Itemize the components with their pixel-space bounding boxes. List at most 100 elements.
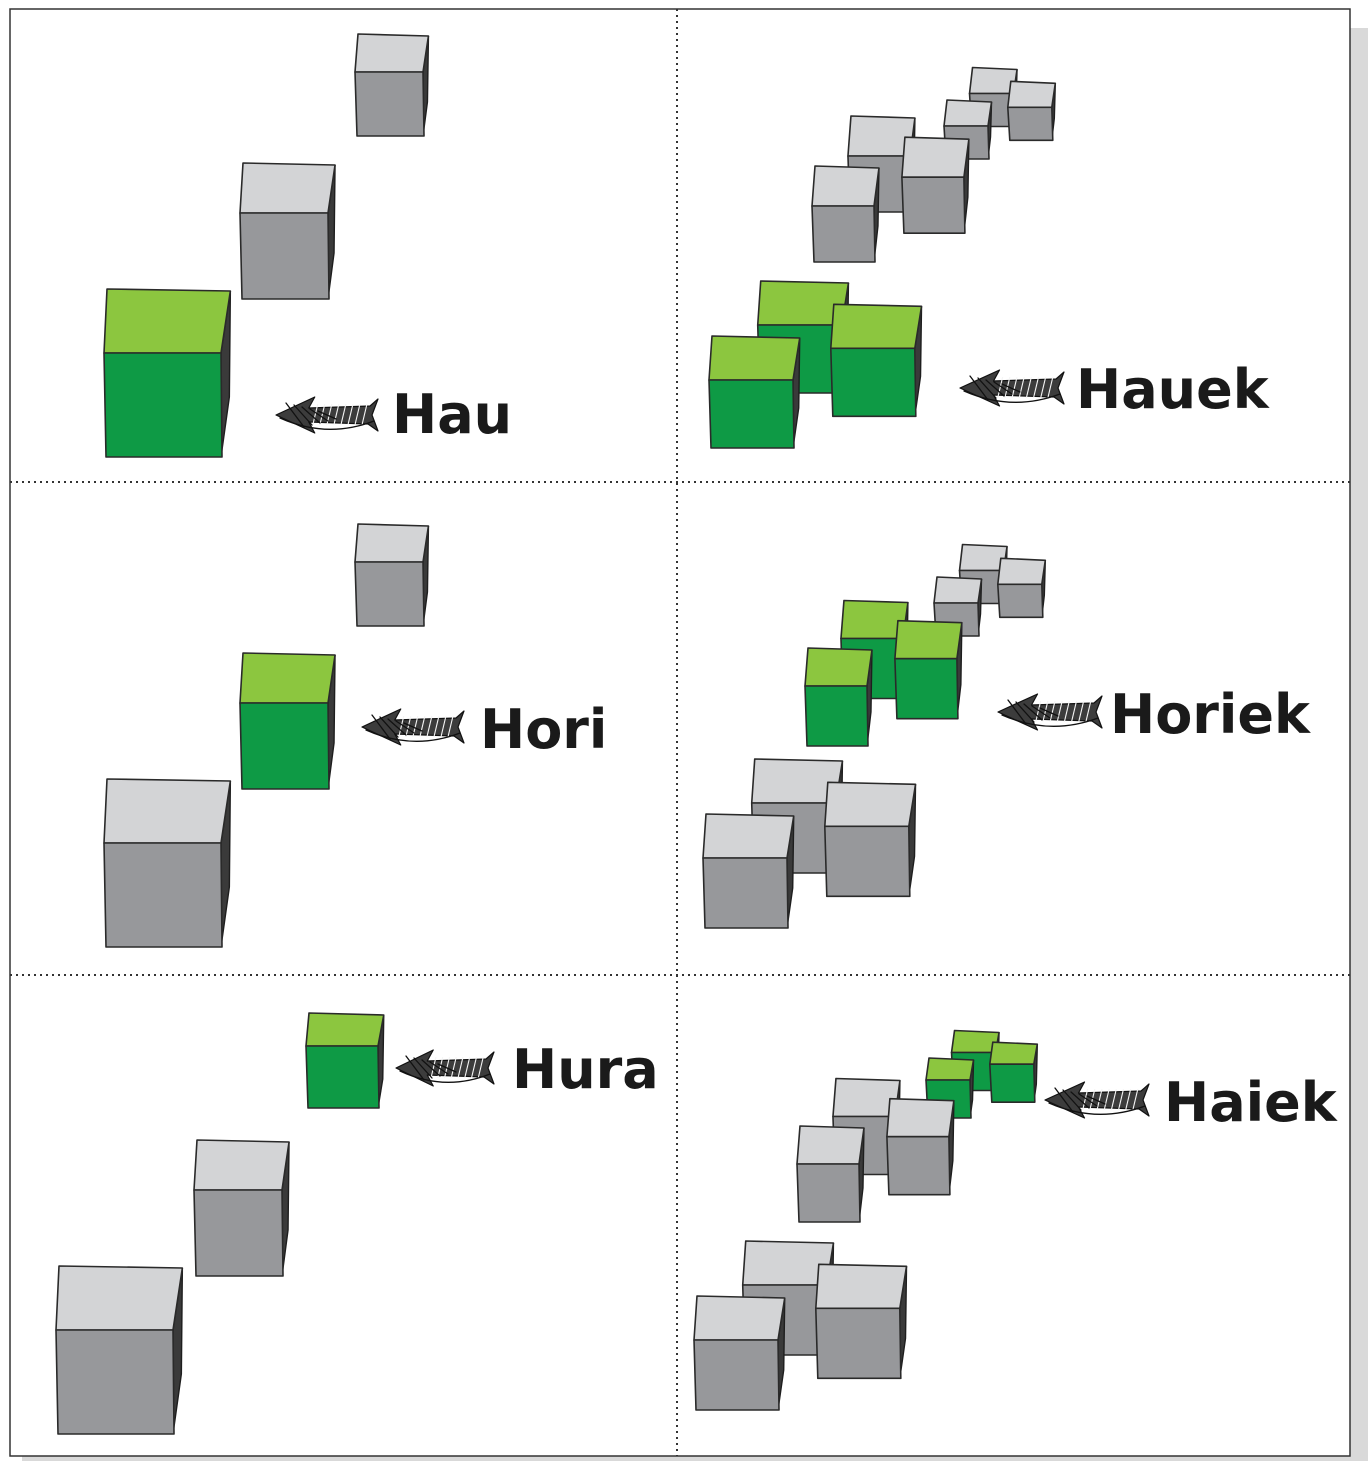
cube-top-face: [1007, 80, 1057, 109]
demonstrative-label: Hori: [480, 698, 607, 761]
cube-group-small-highlighted: [925, 1029, 1039, 1119]
cube-front-face: [708, 379, 795, 449]
cube-top-face: [925, 1057, 975, 1081]
cube-front-face: [830, 347, 917, 418]
cube-front-face: [305, 1045, 380, 1109]
cube-group-small: [933, 543, 1047, 637]
hand-drawn-left-arrow-icon: [1044, 1081, 1150, 1119]
cube: [702, 813, 795, 929]
cube-front-face: [55, 1329, 175, 1435]
cube-top-face: [796, 1125, 865, 1165]
cube: [824, 781, 917, 898]
cube-top-face: [830, 303, 923, 350]
panel-hauek: Hauek: [708, 66, 1270, 449]
cube-front-face: [693, 1339, 780, 1411]
cube-top-face: [103, 778, 232, 844]
cube: [901, 136, 970, 234]
cube-top-face: [305, 1012, 385, 1047]
cube-front-face: [193, 1189, 284, 1277]
page-shadow-right: [1350, 28, 1368, 1461]
cube-front-face: [804, 685, 869, 747]
cube-top-face: [815, 1263, 908, 1310]
panel-horiek: Horiek: [702, 543, 1311, 929]
cube-front-face: [989, 1063, 1036, 1103]
cube-top-face: [239, 162, 336, 214]
cube-front-face: [103, 352, 223, 458]
cube: [1007, 80, 1057, 142]
cube-group-large-highlighted: [708, 280, 923, 449]
cube-top-face: [239, 652, 336, 704]
cube-group-medium-highlighted: [804, 599, 963, 747]
panel-hori: Hori: [103, 523, 607, 948]
demonstrative-label: Hura: [512, 1038, 659, 1101]
cube-front-face: [239, 702, 330, 790]
cube-group-small: [943, 66, 1057, 160]
cube-large-highlighted: [103, 288, 232, 458]
cube-small: [354, 523, 430, 627]
cube: [708, 335, 801, 449]
cube: [815, 1263, 908, 1380]
cube-front-face: [796, 1163, 861, 1223]
cube-top-face: [997, 557, 1047, 586]
cube-group-large: [693, 1240, 908, 1411]
cube-group-large: [702, 758, 917, 929]
cube-top-face: [103, 288, 232, 354]
cube-top-face: [702, 813, 795, 859]
cube: [796, 1125, 865, 1223]
cube-front-face: [824, 825, 911, 898]
cube-top-face: [933, 576, 983, 604]
cube-front-face: [894, 657, 959, 720]
cube-top-face: [901, 136, 970, 178]
cube-top-face: [708, 335, 801, 381]
cube-top-face: [693, 1295, 786, 1341]
cube-group-medium: [796, 1077, 955, 1223]
cube-top-face: [354, 33, 430, 73]
cube-front-face: [815, 1307, 902, 1380]
cube-front-face: [811, 205, 876, 263]
cube-front-face: [886, 1135, 951, 1196]
panel-haiek: Haiek: [693, 1029, 1338, 1411]
cube-top-face: [804, 647, 873, 687]
cube: [693, 1295, 786, 1411]
cube-top-face: [55, 1265, 184, 1331]
cube-top-face: [824, 781, 917, 828]
panel-hau: Hau: [103, 33, 512, 458]
panel-hura: Hura: [55, 1012, 659, 1435]
cube-large: [55, 1265, 184, 1435]
cube-large: [103, 778, 232, 948]
cube-front-face: [239, 212, 330, 300]
cube-small-highlighted: [305, 1012, 385, 1109]
hand-drawn-left-arrow-icon: [275, 396, 379, 434]
cube-group-medium: [811, 115, 970, 263]
cube-top-face: [894, 619, 963, 660]
cube: [811, 165, 880, 263]
cube-front-face: [1007, 106, 1054, 142]
cube: [804, 647, 873, 747]
cube: [989, 1041, 1039, 1103]
cube: [894, 619, 963, 720]
demonstrative-label: Hauek: [1076, 358, 1270, 421]
cube-front-face: [354, 71, 425, 137]
cube-front-face: [997, 583, 1044, 619]
cube-medium: [239, 162, 336, 300]
hand-drawn-left-arrow-icon: [395, 1049, 495, 1087]
cube-front-face: [354, 561, 425, 627]
demonstrative-label: Hau: [392, 383, 512, 446]
cube-medium-highlighted: [239, 652, 336, 790]
demonstrative-label: Horiek: [1110, 683, 1311, 746]
cube-front-face: [901, 176, 966, 234]
cube-small: [354, 33, 430, 137]
cube-front-face: [702, 857, 789, 929]
demonstrative-label: Haiek: [1164, 1071, 1338, 1134]
hand-drawn-left-arrow-icon: [361, 708, 465, 746]
cube-top-face: [193, 1139, 290, 1191]
cube-medium: [193, 1139, 290, 1277]
cube-top-face: [811, 165, 880, 207]
cube-top-face: [989, 1041, 1039, 1065]
cube: [830, 303, 923, 418]
cube-front-face: [103, 842, 223, 948]
hand-drawn-left-arrow-icon: [959, 369, 1065, 407]
cube-top-face: [943, 99, 993, 127]
